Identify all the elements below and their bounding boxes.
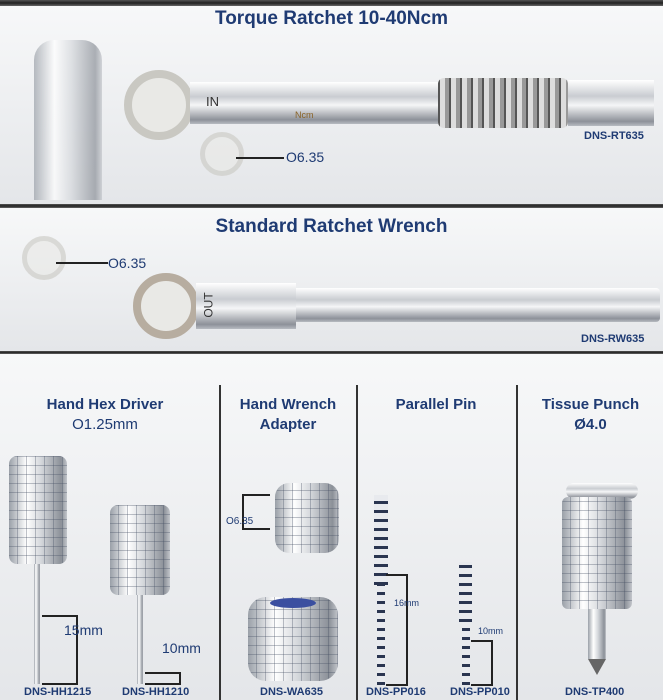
length-bracket bbox=[386, 574, 408, 686]
ratchet-spring-image bbox=[438, 78, 568, 128]
standard-socket-dimension: O6.35 bbox=[108, 255, 147, 271]
ratchet-end-image bbox=[568, 80, 654, 126]
punch-cap-image bbox=[566, 483, 638, 499]
tissue-punch-title: Tissue Punch bbox=[541, 396, 640, 413]
section-divider bbox=[0, 204, 663, 208]
torque-ratchet-code: DNS-RT635 bbox=[584, 130, 644, 142]
ratchet-shaft-image bbox=[296, 288, 660, 322]
adapter-title-line2: Adapter bbox=[259, 416, 317, 433]
hex-socket-detail-image bbox=[200, 132, 244, 176]
punch-shaft-image bbox=[588, 609, 606, 659]
tissue-punch-code: DNS-TP400 bbox=[565, 686, 625, 698]
standard-ratchet-section bbox=[0, 208, 663, 351]
marking-ncm: Ncm bbox=[295, 110, 314, 120]
torque-socket-dimension: O6.35 bbox=[286, 149, 325, 165]
pin-short-code: DNS-PP010 bbox=[450, 686, 510, 698]
marking-in: IN bbox=[206, 94, 219, 109]
ratchet-scale-image bbox=[34, 40, 102, 200]
column-divider bbox=[356, 385, 358, 700]
length-bracket bbox=[42, 615, 78, 685]
ratchet-body-image bbox=[190, 82, 438, 124]
marking-out: OUT bbox=[201, 292, 216, 318]
section-divider bbox=[0, 351, 663, 354]
hex-driver-long-image bbox=[9, 456, 67, 564]
hex-driver-title: Hand Hex Driver bbox=[46, 396, 164, 413]
ratchet-head-image bbox=[124, 70, 194, 140]
adapter-title-line1: Hand Wrench bbox=[239, 396, 337, 413]
callout-line bbox=[236, 157, 284, 159]
pin-long-head-image bbox=[374, 495, 388, 585]
adapter-code: DNS-WA635 bbox=[260, 686, 323, 698]
hex-driver-short-code: DNS-HH1210 bbox=[122, 686, 190, 698]
adapter-hex-socket bbox=[270, 598, 316, 608]
hex-driver-short-image bbox=[110, 505, 170, 595]
torque-ratchet-title: Torque Ratchet 10-40Ncm bbox=[215, 8, 448, 29]
hex-socket-detail-image bbox=[22, 236, 66, 280]
pin-long-shaft-image bbox=[377, 585, 385, 685]
hex-driver-size: O1.25mm bbox=[72, 416, 138, 433]
standard-ratchet-title: Standard Ratchet Wrench bbox=[215, 216, 448, 237]
column-divider bbox=[219, 385, 221, 700]
top-divider bbox=[0, 0, 663, 6]
adapter-dimension: O6.35 bbox=[226, 516, 254, 527]
ratchet-neck-image bbox=[196, 283, 296, 329]
hex-driver-long-length: 15mm bbox=[64, 622, 103, 638]
hex-driver-long-shaft bbox=[34, 564, 40, 684]
punch-tip-image bbox=[588, 659, 606, 675]
hex-driver-long-code: DNS-HH1215 bbox=[24, 686, 92, 698]
pin-short-head-image bbox=[459, 562, 472, 622]
tissue-punch-size: Ø4.0 bbox=[574, 416, 607, 433]
pin-long-length: 16mm bbox=[394, 598, 420, 608]
punch-handle-image bbox=[562, 497, 632, 609]
column-divider bbox=[516, 385, 518, 700]
standard-ratchet-code: DNS-RW635 bbox=[581, 333, 645, 345]
pin-short-shaft-image bbox=[462, 622, 470, 685]
callout-line bbox=[56, 262, 108, 264]
length-bracket bbox=[471, 640, 493, 686]
dimension-bracket bbox=[242, 494, 270, 530]
pin-short-length: 10mm bbox=[478, 626, 504, 636]
hex-driver-short-shaft bbox=[137, 595, 143, 684]
parallel-pin-title: Parallel Pin bbox=[395, 396, 477, 413]
ratchet-head-image bbox=[133, 273, 199, 339]
length-bracket bbox=[145, 672, 181, 685]
hex-driver-short-length: 10mm bbox=[162, 640, 201, 656]
adapter-top-image bbox=[248, 597, 338, 681]
adapter-side-image bbox=[275, 483, 339, 553]
pin-long-code: DNS-PP016 bbox=[366, 686, 426, 698]
